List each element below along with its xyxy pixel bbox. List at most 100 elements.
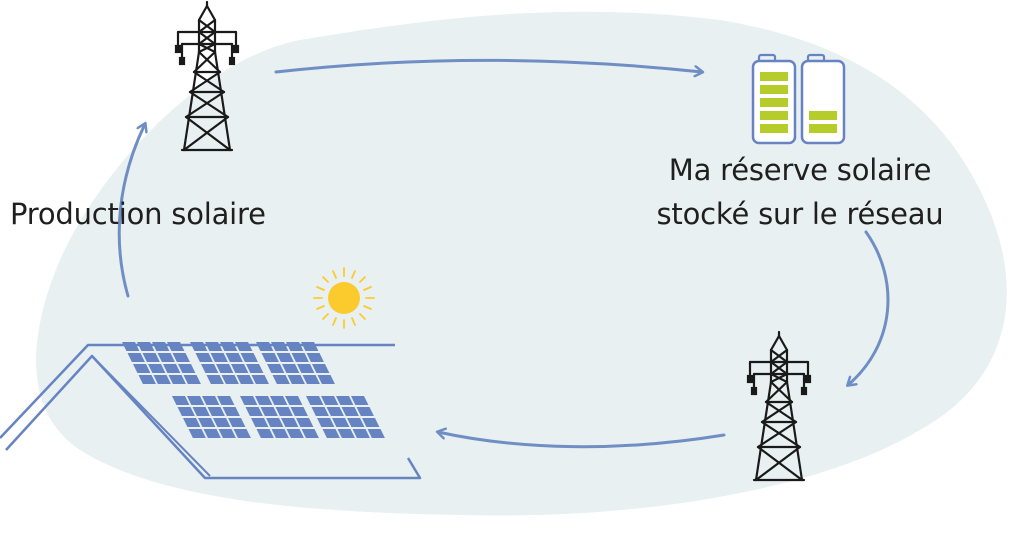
- sun-icon: [313, 267, 375, 329]
- panel-cell: [216, 364, 234, 373]
- panel-cell: [163, 364, 181, 373]
- panel-cell: [207, 407, 225, 416]
- panel-cell: [168, 375, 186, 384]
- panel-cell: [201, 364, 219, 373]
- pylon-icon: [174, 0, 240, 152]
- panel-cell: [286, 342, 304, 351]
- panel-cell: [287, 375, 305, 384]
- panel-cell: [326, 407, 344, 416]
- panel-cell: [172, 353, 190, 362]
- panel-cell: [183, 418, 201, 427]
- panel-cell: [210, 353, 228, 362]
- panel-cell: [362, 418, 380, 427]
- panel-cell: [152, 342, 170, 351]
- panel-cell: [281, 418, 299, 427]
- panel-cell: [271, 429, 289, 438]
- panel-cell: [153, 375, 171, 384]
- panel-cell: [286, 429, 304, 438]
- pylon-icon: [746, 330, 812, 482]
- reserve-label-line2: stocké sur le réseau: [656, 197, 944, 231]
- panel-cell: [266, 418, 284, 427]
- panel-cell: [336, 396, 354, 405]
- panel-cell: [188, 429, 206, 438]
- panel-cell: [312, 364, 330, 373]
- panel-cell: [246, 364, 264, 373]
- background-blob: [36, 11, 1007, 516]
- panel-cell: [192, 407, 210, 416]
- panel-cell: [275, 407, 293, 416]
- panel-cell: [137, 342, 155, 351]
- arrow-left: [117, 124, 145, 298]
- panel-cell: [127, 353, 145, 362]
- panel-cell: [236, 375, 254, 384]
- panel-cell: [228, 418, 246, 427]
- panel-cell: [256, 429, 274, 438]
- arrow-top: [274, 58, 702, 72]
- panel-cell: [122, 342, 140, 351]
- panel-cell: [222, 407, 240, 416]
- panel-cell: [261, 353, 279, 362]
- panel-cell: [187, 396, 205, 405]
- panel-cell: [352, 429, 370, 438]
- panel-cell: [301, 429, 319, 438]
- panel-cell: [148, 364, 166, 373]
- panel-cell: [157, 353, 175, 362]
- panel-cell: [290, 407, 308, 416]
- panel-cell: [311, 407, 329, 416]
- panel-cell: [321, 396, 339, 405]
- panel-cell: [240, 353, 258, 362]
- panel-cell: [251, 375, 269, 384]
- panel-cell: [202, 396, 220, 405]
- panel-cell: [172, 396, 190, 405]
- panel-cell: [195, 353, 213, 362]
- panel-cell: [341, 407, 359, 416]
- solar-panel: [256, 342, 335, 384]
- panel-cell: [260, 407, 278, 416]
- panel-cell: [356, 407, 374, 416]
- panel-cell: [332, 418, 350, 427]
- panel-cell: [272, 375, 290, 384]
- panel-cell: [317, 375, 335, 384]
- panel-cell: [183, 375, 201, 384]
- panel-cell: [206, 375, 224, 384]
- solar-panel: [190, 342, 269, 384]
- panel-cell: [270, 396, 288, 405]
- solar-panel: [306, 396, 385, 438]
- panel-cell: [218, 429, 236, 438]
- reserve-label: Ma réserve solaire stocké sur le réseau: [640, 148, 960, 236]
- production-label: Production solaire: [10, 197, 266, 231]
- panel-cell: [317, 418, 335, 427]
- panel-cell: [220, 342, 238, 351]
- arrow-bottom: [438, 432, 726, 449]
- panel-cell: [167, 342, 185, 351]
- panel-cell: [203, 429, 221, 438]
- panel-cell: [322, 429, 340, 438]
- panel-cell: [351, 396, 369, 405]
- panel-cell: [296, 418, 314, 427]
- panel-cell: [301, 342, 319, 351]
- panel-cell: [297, 364, 315, 373]
- panel-cell: [240, 396, 258, 405]
- panel-cell: [205, 342, 223, 351]
- panel-cell: [337, 429, 355, 438]
- panel-cell: [235, 342, 253, 351]
- solar-panel: [172, 396, 251, 438]
- panel-cell: [177, 407, 195, 416]
- panel-cell: [291, 353, 309, 362]
- panel-cell: [302, 375, 320, 384]
- solar-panel: [240, 396, 319, 438]
- panel-cell: [367, 429, 385, 438]
- arrow-right: [848, 230, 890, 385]
- panel-cell: [245, 407, 263, 416]
- panel-cell: [276, 353, 294, 362]
- panel-cell: [231, 364, 249, 373]
- panel-cell: [213, 418, 231, 427]
- panel-cell: [255, 396, 273, 405]
- panel-cell: [138, 375, 156, 384]
- battery-icon: [800, 53, 846, 145]
- panel-cell: [233, 429, 251, 438]
- panel-cell: [267, 364, 285, 373]
- panel-cell: [217, 396, 235, 405]
- panel-cell: [306, 396, 324, 405]
